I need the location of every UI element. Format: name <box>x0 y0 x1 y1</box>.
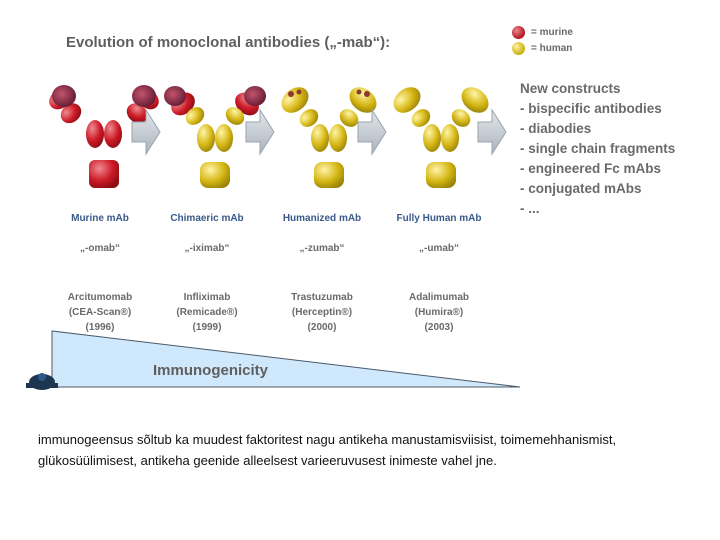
immunogenicity-wedge <box>52 331 520 387</box>
caption-text: immunogeensus sõltub ka muudest faktorit… <box>38 429 678 471</box>
construct-item: - bispecific antibodies <box>520 99 675 119</box>
drug-year: (2000) <box>257 320 387 335</box>
construct-item: - ... <box>520 199 675 219</box>
drug-name: Infliximab <box>142 290 272 305</box>
arrow-2-icon <box>246 110 274 154</box>
column-label-human: Fully Human mAb <box>374 213 504 224</box>
arrow-3-icon <box>358 110 386 154</box>
drug-year: (1999) <box>142 320 272 335</box>
drug-brand: (Humira®) <box>374 305 504 320</box>
drug-example-human: Adalimumab (Humira®) (2003) <box>374 290 504 335</box>
drug-brand: (Herceptin®) <box>257 305 387 320</box>
column-label-humanized: Humanized mAb <box>257 213 387 224</box>
arrow-4-icon <box>478 110 506 154</box>
drug-name: Trastuzumab <box>257 290 387 305</box>
drug-year: (2003) <box>374 320 504 335</box>
construct-item: - engineered Fc mAbs <box>520 159 675 179</box>
drug-name: Adalimumab <box>374 290 504 305</box>
column-label-chimaeric: Chimaeric mAb <box>142 213 272 224</box>
construct-item: - diabodies <box>520 119 675 139</box>
construct-item: - conjugated mAbs <box>520 179 675 199</box>
drug-brand: (Remicade®) <box>142 305 272 320</box>
suffix-humanized: „-zumab“ <box>257 243 387 254</box>
immunogenicity-label: Immunogenicity <box>153 362 268 379</box>
new-constructs-list: New constructs - bispecific antibodies -… <box>520 79 675 219</box>
drug-example-chimaeric: Infliximab (Remicade®) (1999) <box>142 290 272 335</box>
drug-example-humanized: Trastuzumab (Herceptin®) (2000) <box>257 290 387 335</box>
suffix-human: „-umab“ <box>374 243 504 254</box>
construct-item: - single chain fragments <box>520 139 675 159</box>
new-constructs-heading: New constructs <box>520 79 675 99</box>
suffix-chimaeric: „-iximab“ <box>142 243 272 254</box>
